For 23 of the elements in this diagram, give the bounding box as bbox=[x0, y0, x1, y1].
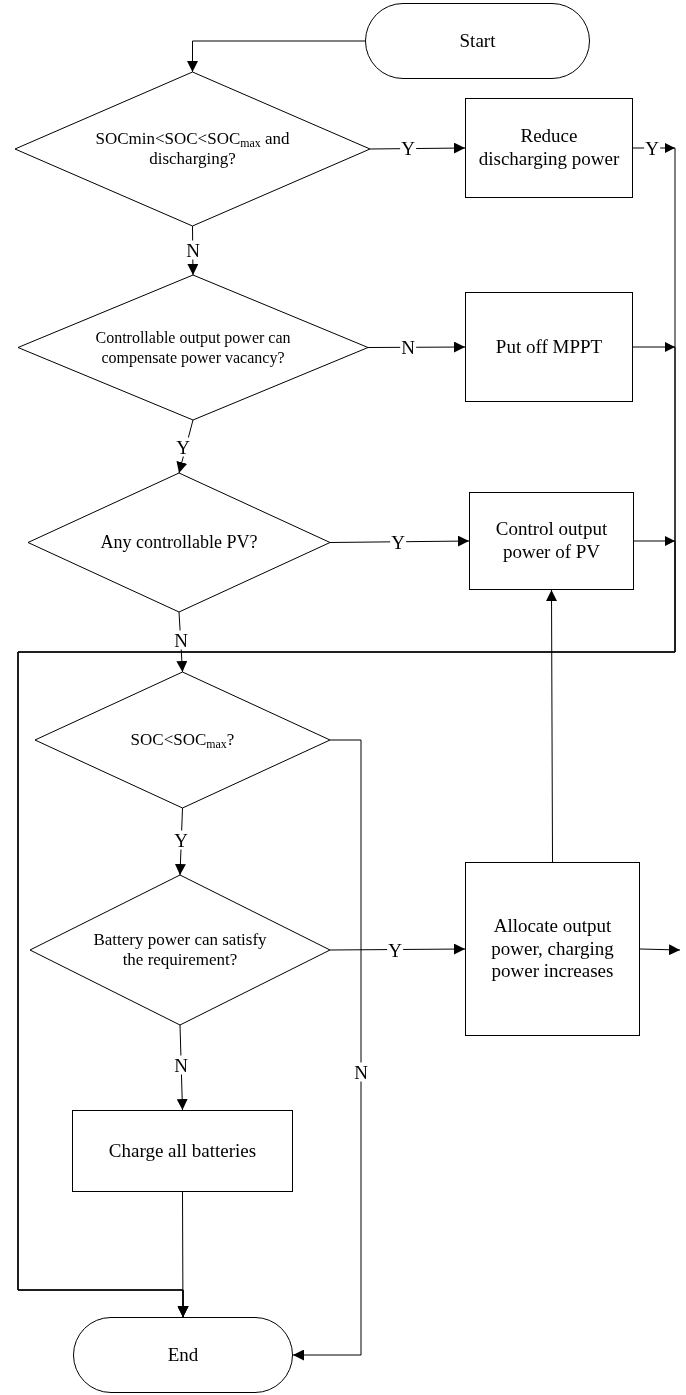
process-box bbox=[465, 862, 640, 1036]
process-text: Allocate output power, charging power increases bbox=[490, 914, 615, 984]
edge-label: N bbox=[185, 240, 201, 260]
edge-label: Y bbox=[175, 437, 191, 457]
process-text: Charge all batteries bbox=[107, 1139, 258, 1163]
process-text: Put off MPPT bbox=[494, 335, 604, 359]
decision-text: Any controllable PV? bbox=[99, 531, 259, 554]
terminal-label: Start bbox=[458, 29, 497, 53]
decision-text: Controllable output power can compensate power vacancy? bbox=[94, 328, 292, 367]
edge-label: N bbox=[173, 1055, 189, 1075]
process-text: Reduce discharging power bbox=[477, 125, 621, 171]
edge-label: N bbox=[173, 630, 189, 650]
process-box bbox=[465, 98, 633, 198]
process-text: Control output power of PV bbox=[494, 518, 609, 564]
decision-text: SOC<SOC$_{max}$? bbox=[129, 729, 236, 751]
edge-label: Y bbox=[173, 830, 189, 850]
decision-text: Battery power can satisfy the requirement? bbox=[92, 929, 268, 971]
process-box bbox=[465, 292, 633, 402]
terminal-label: End bbox=[166, 1343, 200, 1367]
process-box bbox=[469, 492, 634, 590]
edge-label: N bbox=[353, 1062, 369, 1082]
decision-text: SOCmin<SOC<SOC$_{max}$ and discharging? bbox=[94, 128, 291, 170]
process-box bbox=[72, 1110, 293, 1192]
